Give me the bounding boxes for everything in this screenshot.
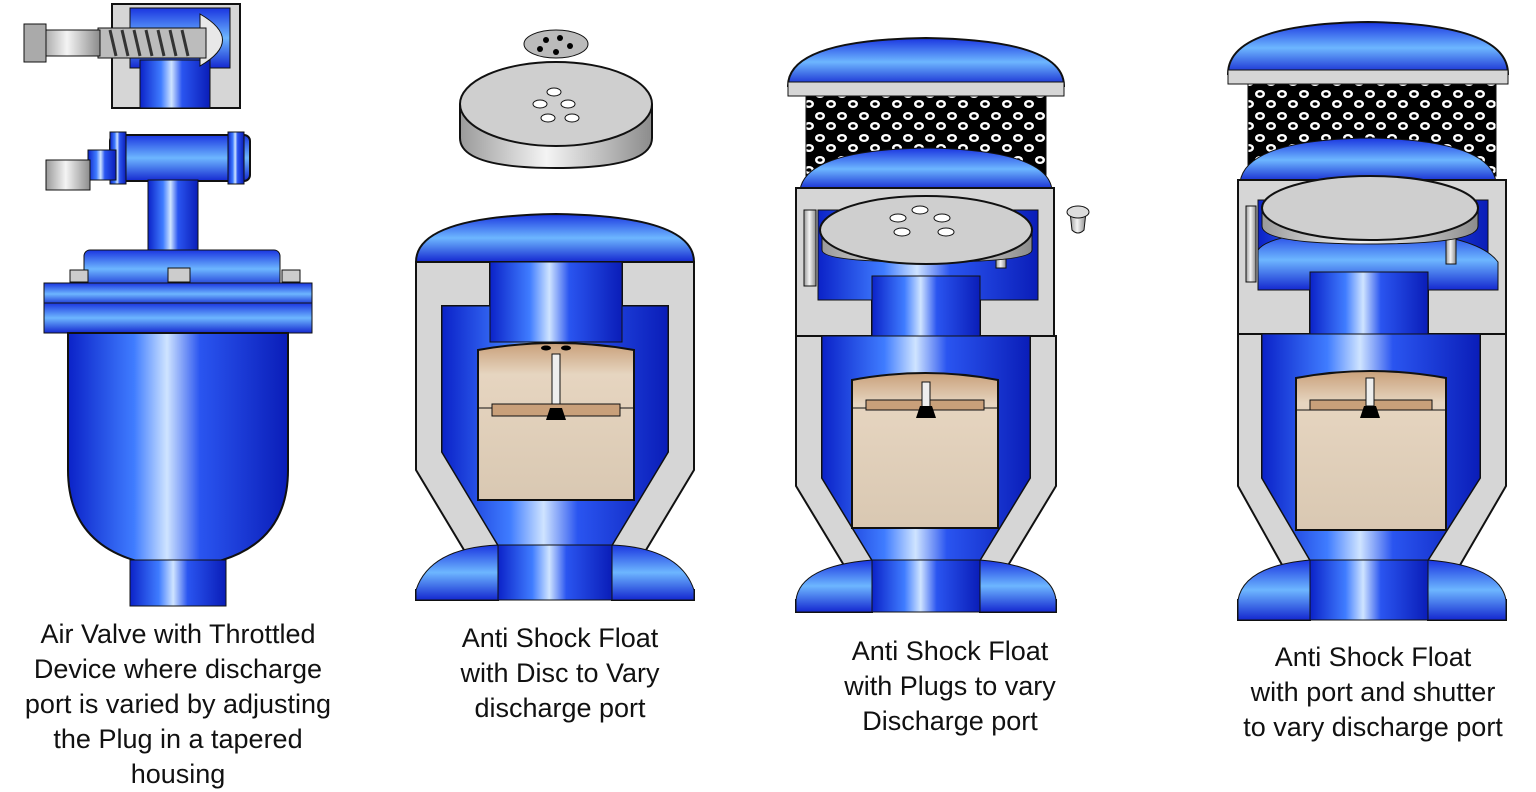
shutter-float-body-section: [1237, 137, 1507, 621]
caption-line: with port and shutter: [1250, 677, 1496, 707]
vary-disc: [459, 29, 653, 170]
shutter-float: [1295, 370, 1447, 531]
disc-float-figure: [414, 29, 696, 601]
caption-line: port is varied by adjusting: [24, 689, 332, 719]
caption-line: the Plug in a tapered: [53, 724, 303, 754]
caption-shutter-float: Anti Shock Float with port and shutter t…: [1220, 640, 1526, 745]
throttled-valve-body: [43, 131, 313, 607]
caption-line: with Plugs to vary: [844, 671, 1056, 701]
caption-line: Anti Shock Float: [851, 636, 1049, 666]
plugs-float-figure: [786, 36, 1090, 613]
tapered-housing-section: [23, 3, 241, 109]
caption-line: housing: [130, 759, 226, 789]
caption-line: with Disc to Vary: [460, 658, 660, 688]
caption-line: to vary discharge port: [1243, 712, 1503, 742]
caption-line: Anti Shock Float: [461, 623, 659, 653]
shutter-float-figure: [1226, 20, 1510, 621]
caption-plugs-float: Anti Shock Float with Plugs to vary Disc…: [800, 634, 1100, 739]
disc-float: [477, 342, 635, 501]
caption-line: Device where discharge: [33, 654, 323, 684]
caption-disc-float: Anti Shock Float with Disc to Vary disch…: [420, 621, 700, 726]
caption-throttled-valve: Air Valve with Throttled Device where di…: [0, 617, 356, 792]
loose-plug: [1066, 205, 1090, 234]
throttled-valve-figure: [23, 3, 313, 607]
caption-line: Air Valve with Throttled: [40, 619, 316, 649]
plugs-float: [851, 372, 999, 529]
caption-line: discharge port: [474, 693, 646, 723]
caption-line: Anti Shock Float: [1274, 642, 1472, 672]
caption-line: Discharge port: [862, 706, 1038, 736]
